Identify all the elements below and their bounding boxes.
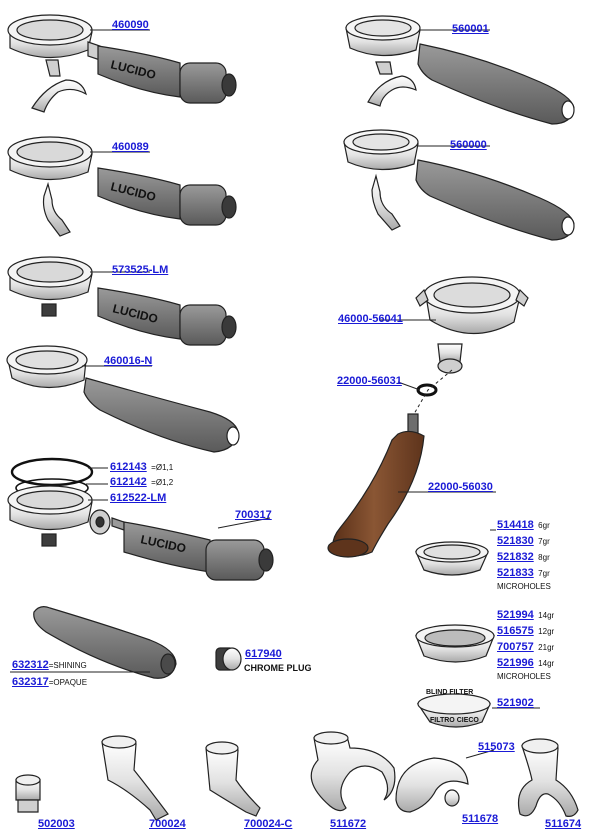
portafilter-560000 [343,129,575,241]
filter-weight: 12gr [538,627,555,636]
blind-filter-top-text: BLIND FILTER [426,689,474,696]
assembly-axis-line [413,369,453,415]
blind-filter-521902 [416,693,491,728]
spout-700024 [101,735,169,821]
portafilter-560001 [345,15,575,125]
filter-code[interactable]: 521830 [497,535,534,547]
filter-row: 521832 8gr [497,550,551,563]
part-number-632312[interactable]: 632312 [12,659,49,671]
filter-code[interactable]: 516575 [497,625,534,637]
wooden-handle-22000-56030 [327,413,425,558]
filter-row: 521996 14gr [497,656,554,669]
microholes-note: MICROHOLES [497,672,551,681]
blind-filter-bottom-text: FILTRO CIECO [430,717,479,724]
part-number-511674[interactable]: 511674 [545,818,582,830]
filter-weight: 7gr [538,537,550,546]
opaque-note: =OPAQUE [48,678,88,687]
handle-700317: LUCIDO [123,521,274,581]
spout-515073 [395,757,469,813]
chrome-plug-617940 [215,647,242,671]
filter-row: 514418 6gr [497,518,551,531]
gasket-612143-row: 612143 =Ø1,1 [110,460,173,473]
part-number-700024-c[interactable]: 700024-C [244,818,293,830]
filter-row: 521994 14gr [497,608,554,621]
part-number-700024[interactable]: 700024 [149,818,186,830]
filter-row: 521833 7gr [497,566,551,579]
gasket-612142-row: 612142 =Ø1,2 [110,475,173,488]
filter-basket-double [415,624,495,663]
filter-weight: 7gr [538,569,550,578]
filter-weight: 8gr [538,553,550,562]
filter-row: 700757 21gr [497,640,554,653]
gasket-ring-612143 [10,457,94,487]
gasket-612143-size: =Ø1,1 [151,463,174,472]
filter-weight: 6gr [538,521,550,530]
part-number-460089[interactable]: 460089 [112,141,149,153]
chrome-plug-label: CHROME PLUG [244,663,312,673]
part-number-22000-56030[interactable]: 22000-56030 [428,481,493,493]
part-number-632317[interactable]: 632317 [12,676,49,688]
part-number-521902[interactable]: 521902 [497,697,534,709]
filter-code[interactable]: 521994 [497,609,534,621]
part-number-612143[interactable]: 612143 [110,461,147,473]
washer-22000-56031 [416,383,438,397]
spout-700024-c [205,741,261,817]
portafilter-body-612522-lm [7,485,125,547]
part-number-700317[interactable]: 700317 [235,509,272,521]
part-number-511672[interactable]: 511672 [330,818,367,830]
portafilter-460089: LUCIDO [7,136,237,237]
spout-511674 [517,738,579,817]
filter-code[interactable]: 514418 [497,519,534,531]
part-number-560000[interactable]: 560000 [450,139,487,151]
microholes-note: MICROHOLES [497,582,551,591]
portafilter-460016-n [6,345,240,453]
shining-note: =SHINING [48,661,87,670]
grip-632317-row: 632317=OPAQUE [12,675,87,688]
filter-weight: 14gr [538,611,555,620]
part-number-511678[interactable]: 511678 [462,813,499,825]
portafilter-460090: LUCIDO [7,14,237,113]
portafilter-body-46000-56041 [415,276,529,374]
single-filter-list: 514418 6gr 521830 7gr 521832 8gr 521833 … [497,518,551,592]
part-number-573525-lm[interactable]: 573525-LM [112,264,169,276]
grip-632312 [33,606,177,679]
filter-row: 516575 12gr [497,624,554,637]
gasket-612142-size: =Ø1,2 [151,478,174,487]
part-number-560001[interactable]: 560001 [452,23,489,35]
nut-502003 [15,774,41,813]
part-number-22000-56031[interactable]: 22000-56031 [337,375,402,387]
filter-code[interactable]: 521996 [497,657,534,669]
part-number-612522-lm[interactable]: 612522-LM [110,492,167,504]
part-number-617940[interactable]: 617940 [245,648,282,660]
filter-weight: 21gr [538,643,555,652]
filter-code[interactable]: 521833 [497,567,534,579]
filter-basket-single [415,541,489,576]
part-number-460016-n[interactable]: 460016-N [104,355,153,367]
double-filter-list: 521994 14gr 516575 12gr 700757 21gr 5219… [497,608,554,682]
plug-511678 [444,789,460,807]
filter-code[interactable]: 700757 [497,641,534,653]
part-number-460090[interactable]: 460090 [112,19,149,31]
part-number-502003[interactable]: 502003 [38,818,75,830]
part-number-612142[interactable]: 612142 [110,476,147,488]
part-number-46000-56041[interactable]: 46000-56041 [338,313,403,325]
spout-511672 [310,731,396,812]
filter-weight: 14gr [538,659,555,668]
grip-632312-row: 632312=SHINING [12,658,87,671]
filter-row: 521830 7gr [497,534,551,547]
portafilter-573525-lm: LUCIDO [7,256,237,346]
part-number-515073[interactable]: 515073 [478,741,515,753]
filter-code[interactable]: 521832 [497,551,534,563]
